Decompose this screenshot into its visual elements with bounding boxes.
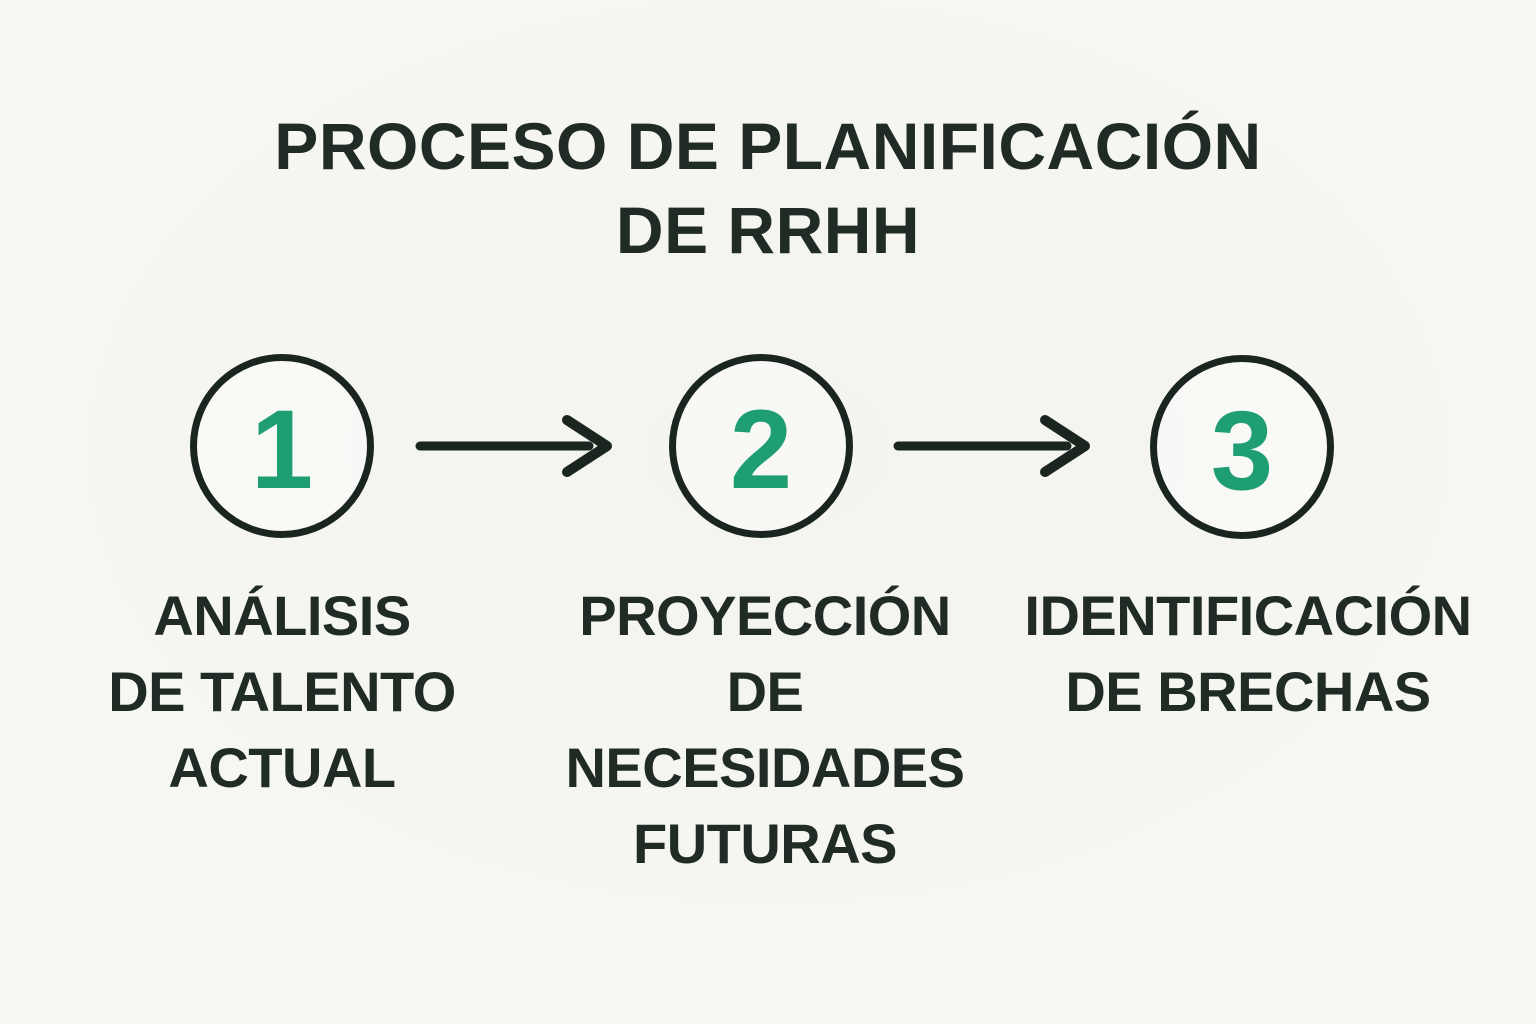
page-title-line-2: DE RRHH (615, 193, 921, 267)
step-1-circle: 1 (190, 354, 374, 538)
step-3-number: 3 (1210, 388, 1274, 513)
step-2-number: 2 (729, 387, 793, 512)
step-1-number: 1 (250, 387, 314, 512)
step-2-circle: 2 (669, 354, 853, 538)
step-2-label: PROYECCIÓN DE NECESIDADES FUTURAS (525, 578, 1005, 882)
arrow-right-icon (893, 415, 1090, 477)
arrow-right-icon (415, 415, 612, 477)
step-3-label-line-1: IDENTIFICACIÓN (1024, 584, 1472, 647)
step-2-label-line-1: PROYECCIÓN (579, 584, 951, 647)
step-2-label-line-3: FUTURAS (632, 812, 898, 875)
step-1-label: ANÁLISIS DE TALENTO ACTUAL (42, 578, 522, 806)
step-2-label-line-2: DE NECESIDADES (565, 660, 965, 799)
page-title: PROCESO DE PLANIFICACIÓN DE RRHH (0, 104, 1536, 272)
page-title-line-1: PROCESO DE PLANIFICACIÓN (274, 109, 1262, 183)
step-1-label-line-3: ACTUAL (168, 736, 396, 799)
step-3-label-line-2: DE BRECHAS (1065, 660, 1431, 723)
step-3-label: IDENTIFICACIÓN DE BRECHAS (1008, 578, 1488, 730)
step-1-label-line-2: DE TALENTO (108, 660, 456, 723)
step-1-label-line-1: ANÁLISIS (153, 584, 411, 647)
step-3-circle: 3 (1150, 355, 1334, 539)
